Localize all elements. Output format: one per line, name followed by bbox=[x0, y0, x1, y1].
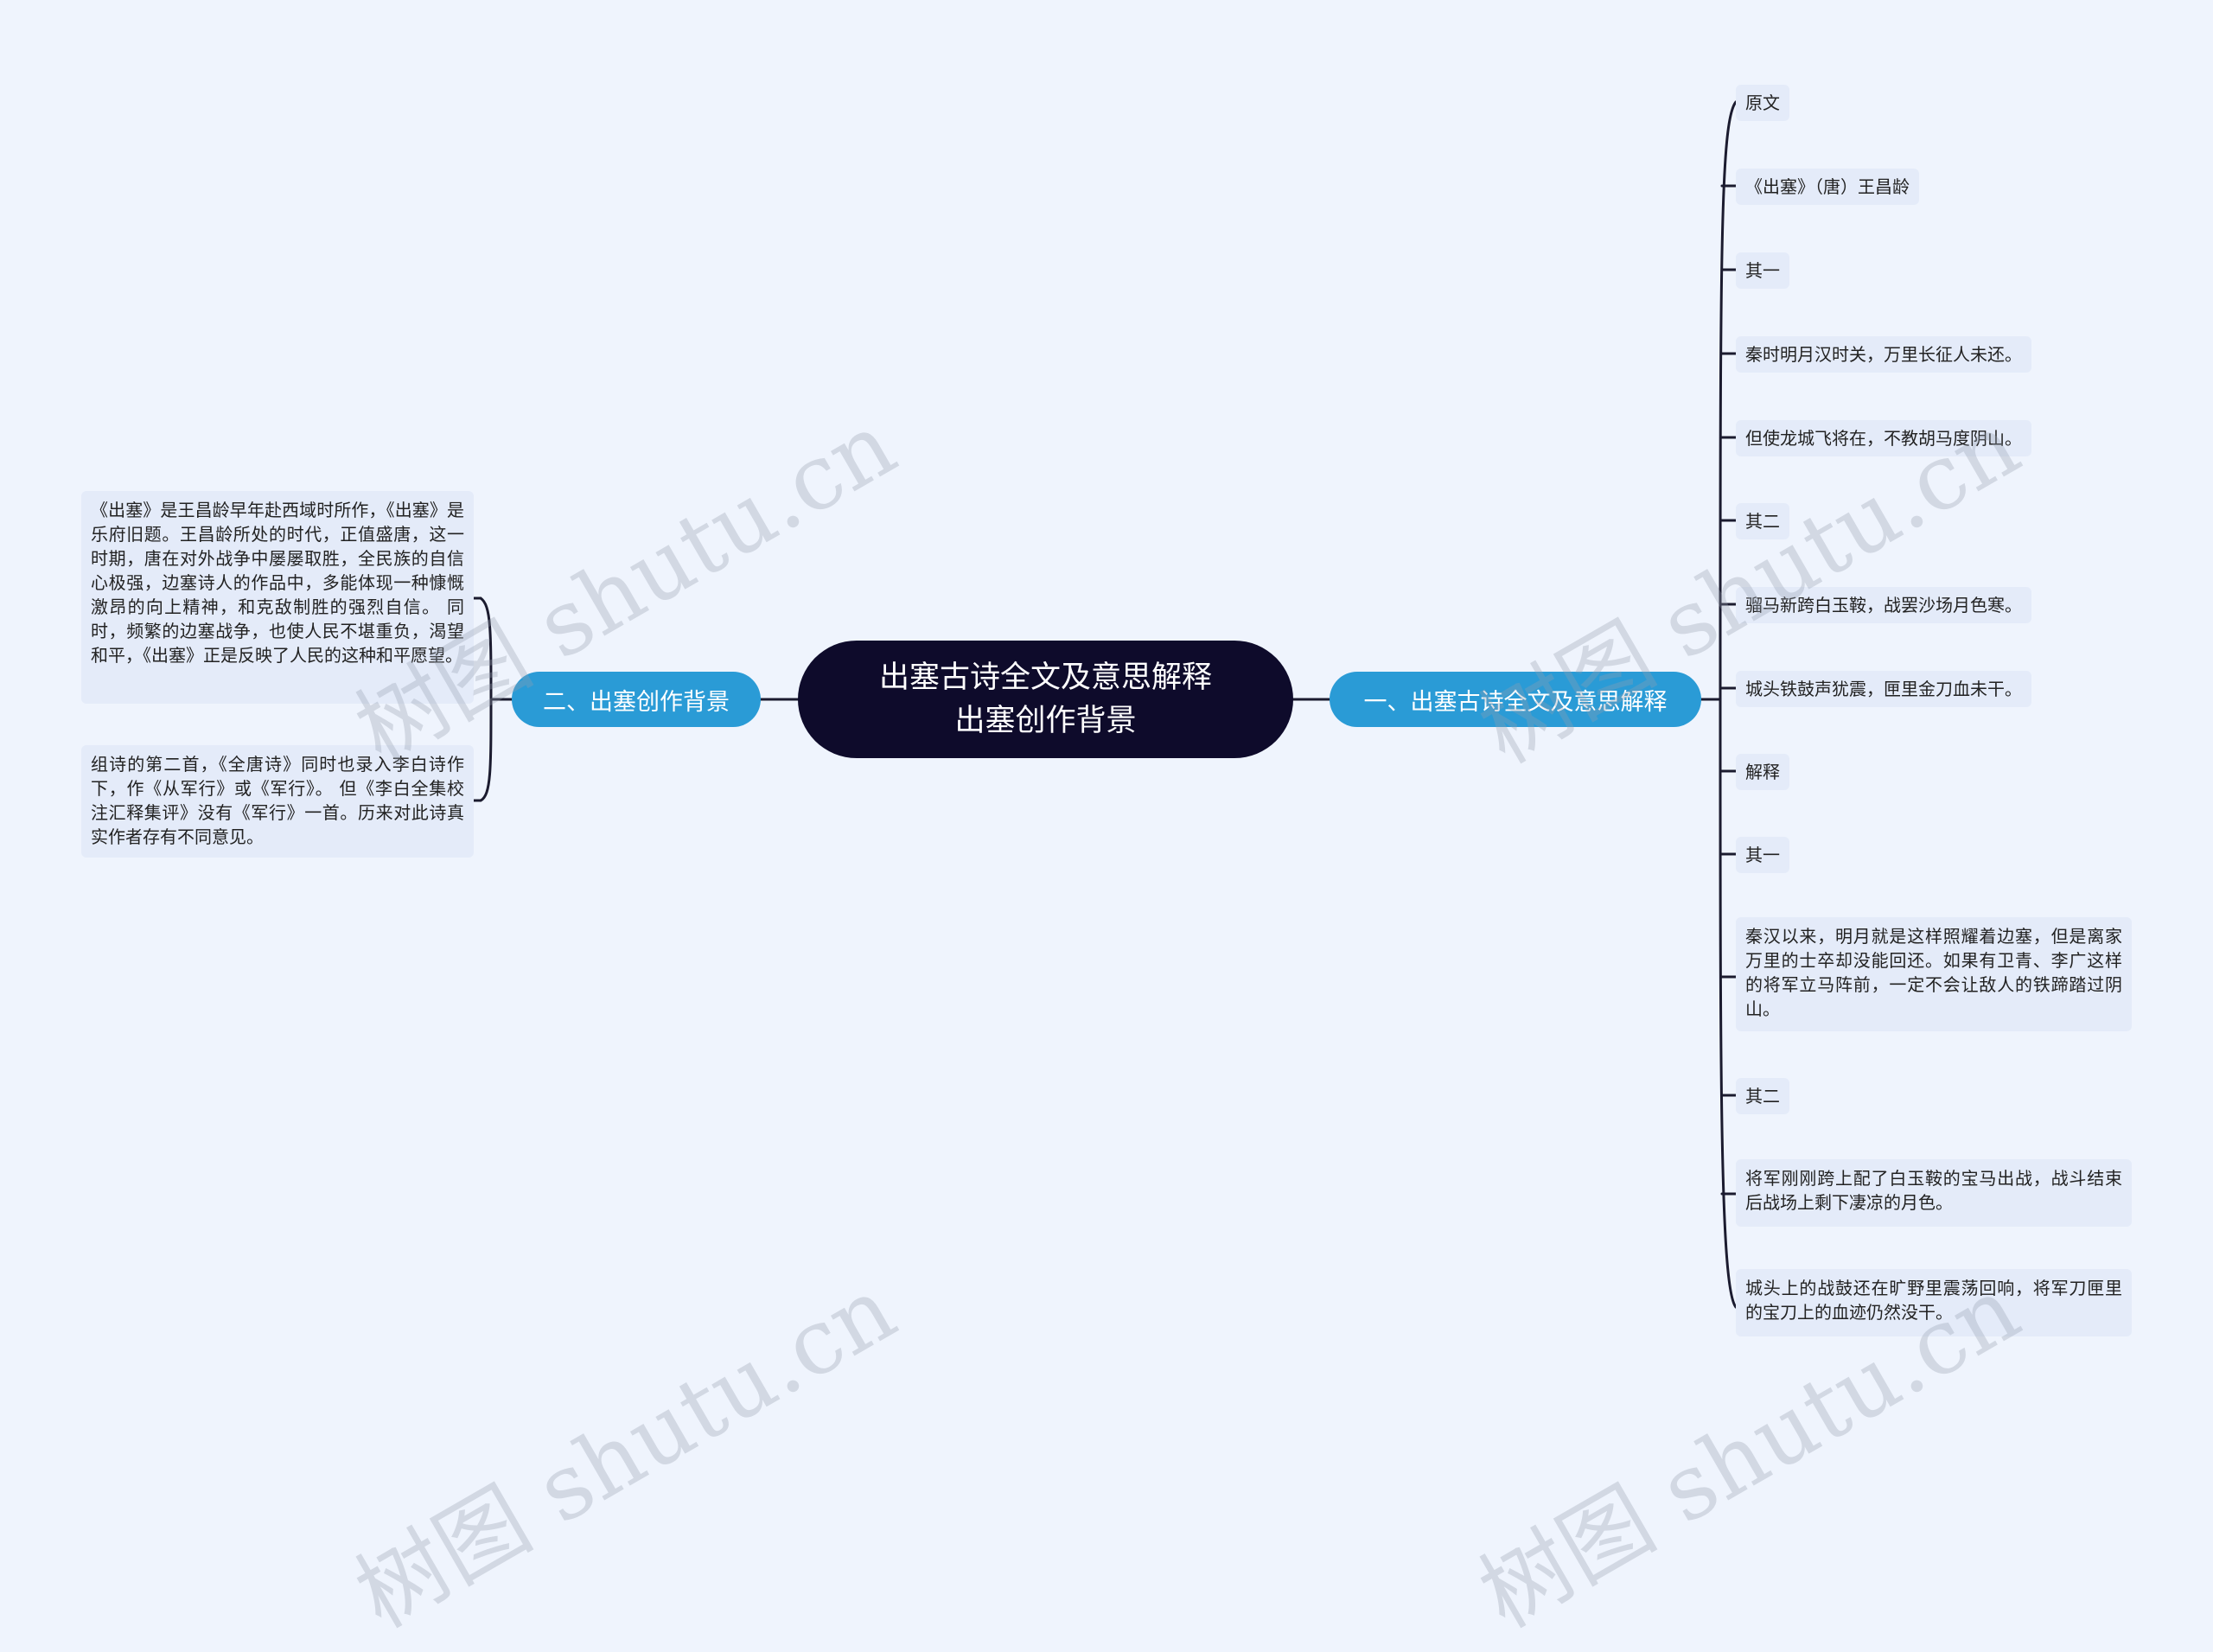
edge-left-items bbox=[479, 596, 513, 802]
watermark-bottom-left: 树图 shutu.cn bbox=[339, 1256, 913, 1649]
edge-right-spine-up bbox=[1719, 100, 1738, 701]
right-item-explanation[interactable]: 解释 bbox=[1736, 754, 1789, 790]
right-item-poem1-heading[interactable]: 其一 bbox=[1736, 252, 1789, 289]
branch-left-label: 二、出塞创作背景 bbox=[543, 688, 730, 716]
right-item-poem2-heading[interactable]: 其二 bbox=[1736, 503, 1789, 539]
right-item-poem1-line2[interactable]: 但使龙城飞将在，不教胡马度阴山。 bbox=[1736, 420, 2031, 456]
branch-right[interactable]: 一、出塞古诗全文及意思解释 bbox=[1330, 672, 1701, 727]
right-item-explain2-text2[interactable]: 城头上的战鼓还在旷野里震荡回响，将军刀匣里的宝刀上的血迹仍然没干。 bbox=[1736, 1269, 2132, 1336]
branch-right-label: 一、出塞古诗全文及意思解释 bbox=[1363, 688, 1668, 716]
left-item-background-text: 《出塞》是王昌龄早年赴西域时所作，《出塞》是乐府旧题。王昌龄所处的时代，正值盛唐… bbox=[91, 500, 464, 666]
edge-right-spine-down bbox=[1719, 698, 1738, 1309]
right-item-poem1-line1[interactable]: 秦时明月汉时关，万里长征人未还。 bbox=[1736, 336, 2031, 373]
left-item-authorship-text: 组诗的第二首，《全唐诗》同时也录入李白诗作下，作《从军行》或《军行》。 但《李白… bbox=[91, 754, 464, 847]
left-item-background[interactable]: 《出塞》是王昌龄早年赴西域时所作，《出塞》是乐府旧题。王昌龄所处的时代，正值盛唐… bbox=[81, 491, 474, 704]
right-item-explain1-heading[interactable]: 其一 bbox=[1736, 837, 1789, 873]
right-item-explain1-text[interactable]: 秦汉以来，明月就是这样照耀着边塞，但是离家万里的士卒却没能回还。如果有卫青、李广… bbox=[1736, 917, 2132, 1031]
root-topic[interactable]: 出塞古诗全文及意思解释 出塞创作背景 bbox=[798, 641, 1293, 758]
root-title-line1: 出塞古诗全文及意思解释 bbox=[878, 660, 1212, 695]
branch-left[interactable]: 二、出塞创作背景 bbox=[512, 672, 761, 727]
right-item-title[interactable]: 《出塞》（唐）王昌龄 bbox=[1736, 169, 1919, 205]
edge-right-ticks bbox=[1719, 184, 1738, 1196]
right-item-poem2-line1[interactable]: 骝马新跨白玉鞍，战罢沙场月色寒。 bbox=[1736, 587, 2031, 623]
root-title-line2: 出塞创作背景 bbox=[954, 704, 1137, 738]
left-item-authorship[interactable]: 组诗的第二首，《全唐诗》同时也录入李白诗作下，作《从军行》或《军行》。 但《李白… bbox=[81, 745, 474, 858]
right-item-poem2-line2[interactable]: 城头铁鼓声犹震，匣里金刀血未干。 bbox=[1736, 671, 2031, 707]
right-item-explain2-text1[interactable]: 将军刚刚跨上配了白玉鞍的宝马出战，战斗结束后战场上剩下凄凉的月色。 bbox=[1736, 1159, 2132, 1227]
right-item-explain2-heading[interactable]: 其二 bbox=[1736, 1078, 1789, 1114]
right-item-original[interactable]: 原文 bbox=[1736, 85, 1789, 121]
